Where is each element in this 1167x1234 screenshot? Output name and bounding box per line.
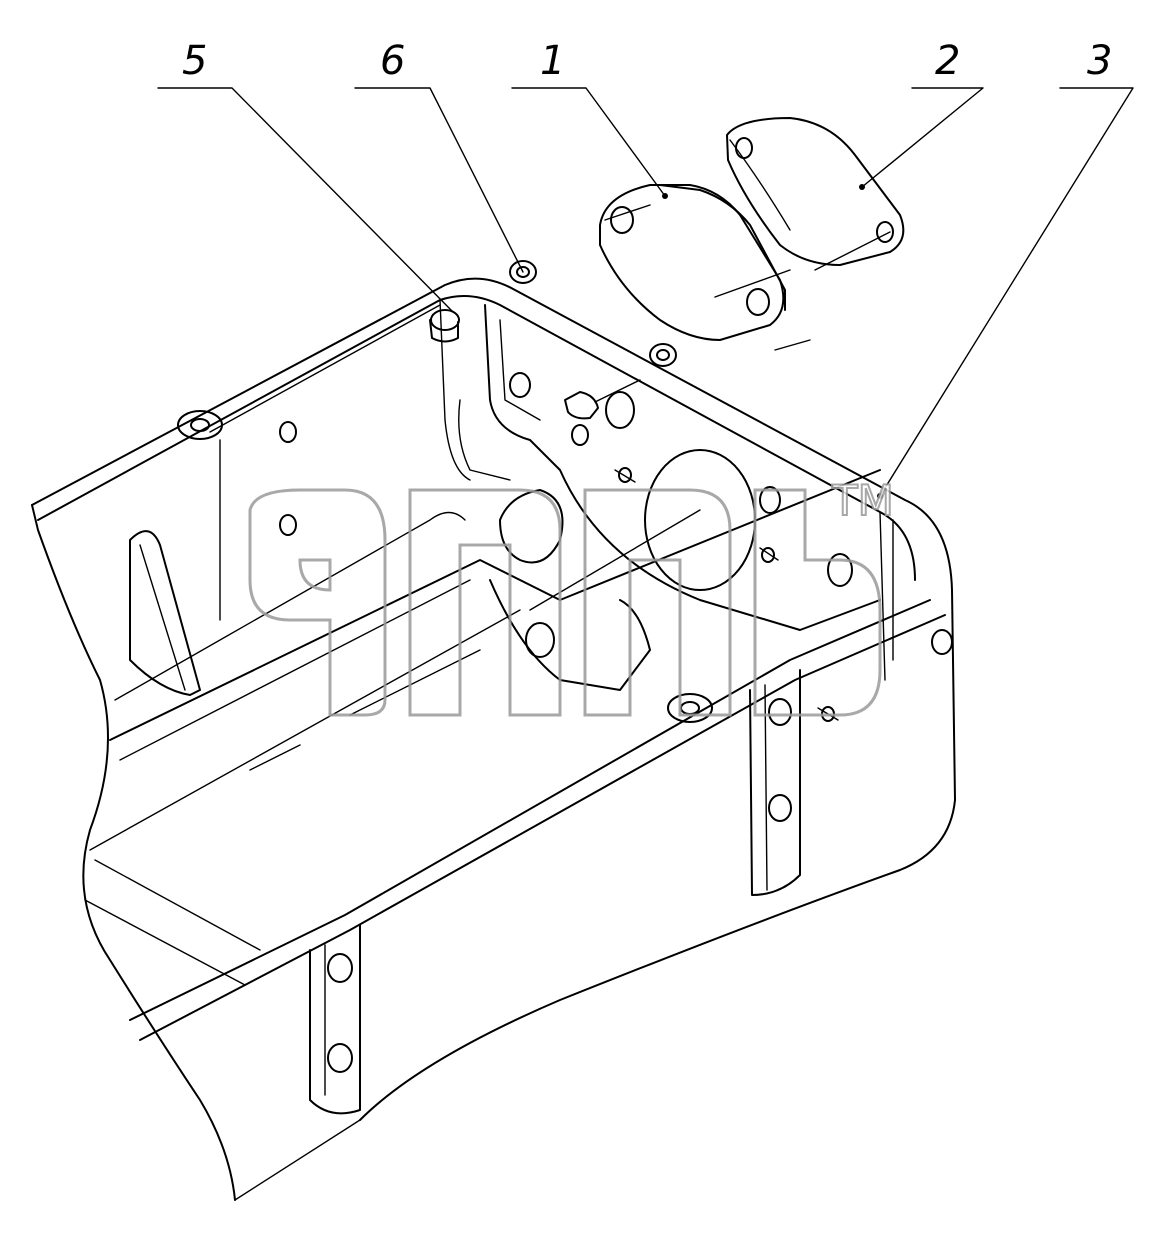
- gasket-part-2: [726, 117, 905, 266]
- callout-3: 3: [1087, 38, 1112, 84]
- callout-1: 1: [540, 38, 565, 84]
- watermark-logo: TM: [248, 475, 895, 717]
- cover-plate-part-1: [599, 184, 786, 341]
- leader-lines: [157, 87, 1134, 499]
- washer-part-6: [509, 260, 677, 367]
- callout-5: 5: [182, 38, 207, 84]
- callout-2: 2: [935, 38, 960, 84]
- frame-housing: [31, 204, 956, 1201]
- callout-6: 6: [380, 38, 405, 84]
- callout-labels: 5 6 1 2 3: [182, 38, 1112, 84]
- watermark-trademark: TM: [831, 476, 894, 525]
